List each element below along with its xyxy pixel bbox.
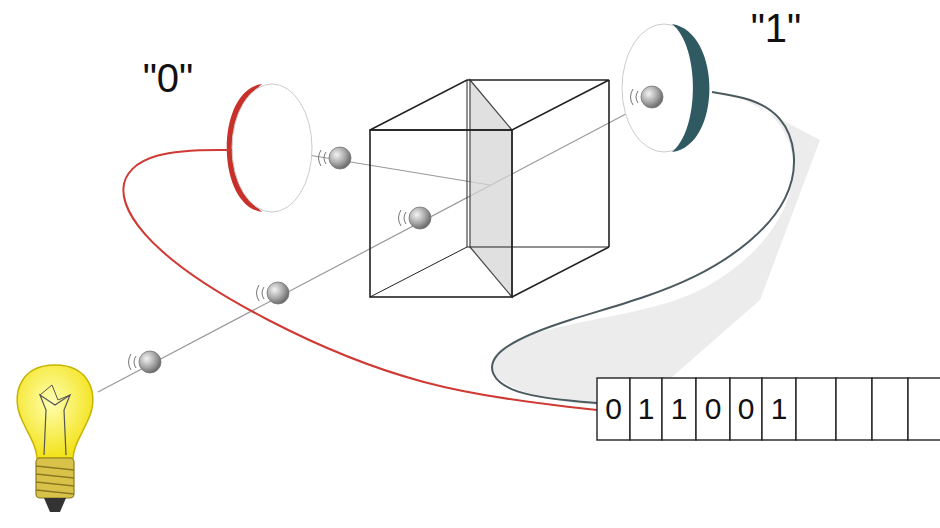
tape-cell	[908, 378, 940, 440]
bit-value: 1	[630, 394, 662, 424]
photon	[129, 351, 162, 373]
tape-cell	[630, 378, 662, 440]
photon	[257, 282, 290, 304]
beam-splitter-cube	[370, 80, 609, 297]
detector-0	[227, 84, 312, 212]
photons	[129, 86, 664, 373]
bit-value: 0	[696, 394, 730, 424]
tape-cell	[597, 378, 630, 440]
tape-cell	[762, 378, 796, 440]
tape-cell	[836, 378, 872, 440]
bit-tape	[597, 378, 940, 440]
photon	[399, 207, 432, 229]
tape-cell	[696, 378, 730, 440]
bit-value: 0	[597, 394, 630, 424]
light-bulb	[17, 365, 93, 512]
detector-label: "1"	[751, 8, 802, 48]
bit-value: 0	[730, 394, 762, 424]
photon	[319, 147, 352, 169]
bit-value: 1	[662, 394, 696, 424]
photon	[631, 86, 664, 108]
tape-cell	[872, 378, 908, 440]
wire-red	[123, 150, 597, 410]
tape-cell	[662, 378, 696, 440]
photon-path	[98, 96, 660, 392]
detector-value: "1"	[751, 8, 802, 48]
tape-cell	[730, 378, 762, 440]
detector-label: "0"	[143, 58, 194, 98]
detector-value: "0"	[143, 58, 194, 98]
tape-cell	[796, 378, 836, 440]
bit-value: 1	[762, 394, 796, 424]
wire-dark	[492, 92, 794, 403]
detector-1	[622, 24, 710, 152]
